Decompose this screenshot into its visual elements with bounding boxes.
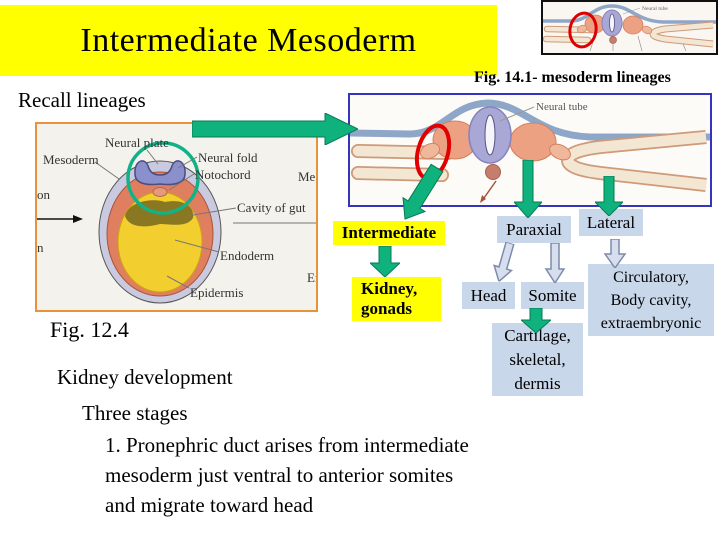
fig-12-4-caption: Fig. 12.4 [50,317,129,342]
thumbnail-cross-section-drawing: Neural tube [543,4,716,52]
label-cut-me: Me [298,169,316,184]
label-mesoderm: Mesoderm [43,152,99,167]
arrow-to-paraxial-node [514,160,542,218]
arrow-to-lateral-node [595,176,623,216]
node-circulatory-line3: extraembryonic [600,314,702,332]
label-neural-plate: Neural plate [105,135,169,150]
thumbnail-red-circle-annotation [568,11,598,49]
stage-one-line3: and migrate toward head [105,493,314,517]
node-circulatory-line2: Body cavity, [610,291,692,309]
stage-one-paragraph: 1. Pronephric duct arises from intermedi… [105,430,555,520]
title-banner: Intermediate Mesoderm [0,5,497,76]
arrow-lateral-to-circulatory [603,239,627,268]
node-paraxial: Paraxial [497,216,571,243]
three-stages-text: Three stages [82,401,188,425]
fig-14-1-caption: Fig. 14.1- mesoderm lineages [474,69,671,86]
slide-title: Intermediate Mesoderm [80,21,417,59]
label-epidermis: Epidermis [190,285,243,300]
embryo-drawing: Neural plate Mesoderm Neural fold Notoch… [37,135,316,304]
recall-lineages-text: Recall lineages [18,88,146,112]
label-endoderm: Endoderm [220,248,274,263]
label-cut-on: on [37,187,51,202]
left-pointer-arrow [73,215,83,223]
label-notochord: Notochord [195,167,251,182]
stage-one-line2: mesoderm just ventral to anterior somite… [105,463,454,487]
stage-one-line1: 1. Pronephric duct arises from intermedi… [105,433,469,457]
thumbnail-neural-tube-label: Neural tube [642,6,668,12]
node-cartilage-line1: Cartilage, [504,325,571,345]
node-kidney-gonads: Kidney, gonads [352,277,441,321]
label-cavity-of-gut: Cavity of gut [237,200,306,215]
notochord-pointer-arrow [480,195,486,203]
label-neural-fold: Neural fold [198,150,258,165]
node-circulatory-line1: Circulatory, [613,268,689,286]
green-circle-annotation [126,141,200,215]
node-cartilage: Cartilage, skeletal, dermis [492,323,583,396]
arrow-embryo-to-lineage-figure [192,113,358,145]
node-kidney-gonads-line2: gonads [361,299,413,318]
node-head: Head [462,282,515,309]
arrow-intermediate-to-kidney [370,246,400,277]
arrow-to-intermediate-node [402,163,444,220]
node-circulatory: Circulatory, Body cavity, extraembryonic [588,264,714,336]
label-cut-n: n [37,240,44,255]
node-cartilage-line3: dermis [514,373,561,393]
mesoderm-thumbnail-figure: Neural tube [541,0,718,55]
node-cartilage-line2: skeletal, [509,349,566,369]
neural-tube-label: Neural tube [536,101,588,113]
embryo-cross-section-figure: Neural plate Mesoderm Neural fold Notoch… [35,122,318,312]
arrow-paraxial-to-head [493,240,515,283]
arrow-somite-to-cartilage [521,308,551,333]
node-somite: Somite [521,282,584,309]
kidney-development-heading: Kidney development [57,365,233,389]
arrow-paraxial-to-somite [544,243,566,283]
node-kidney-gonads-line1: Kidney, [361,279,418,298]
label-cut-en: En [307,270,316,285]
node-intermediate: Intermediate [333,221,445,245]
